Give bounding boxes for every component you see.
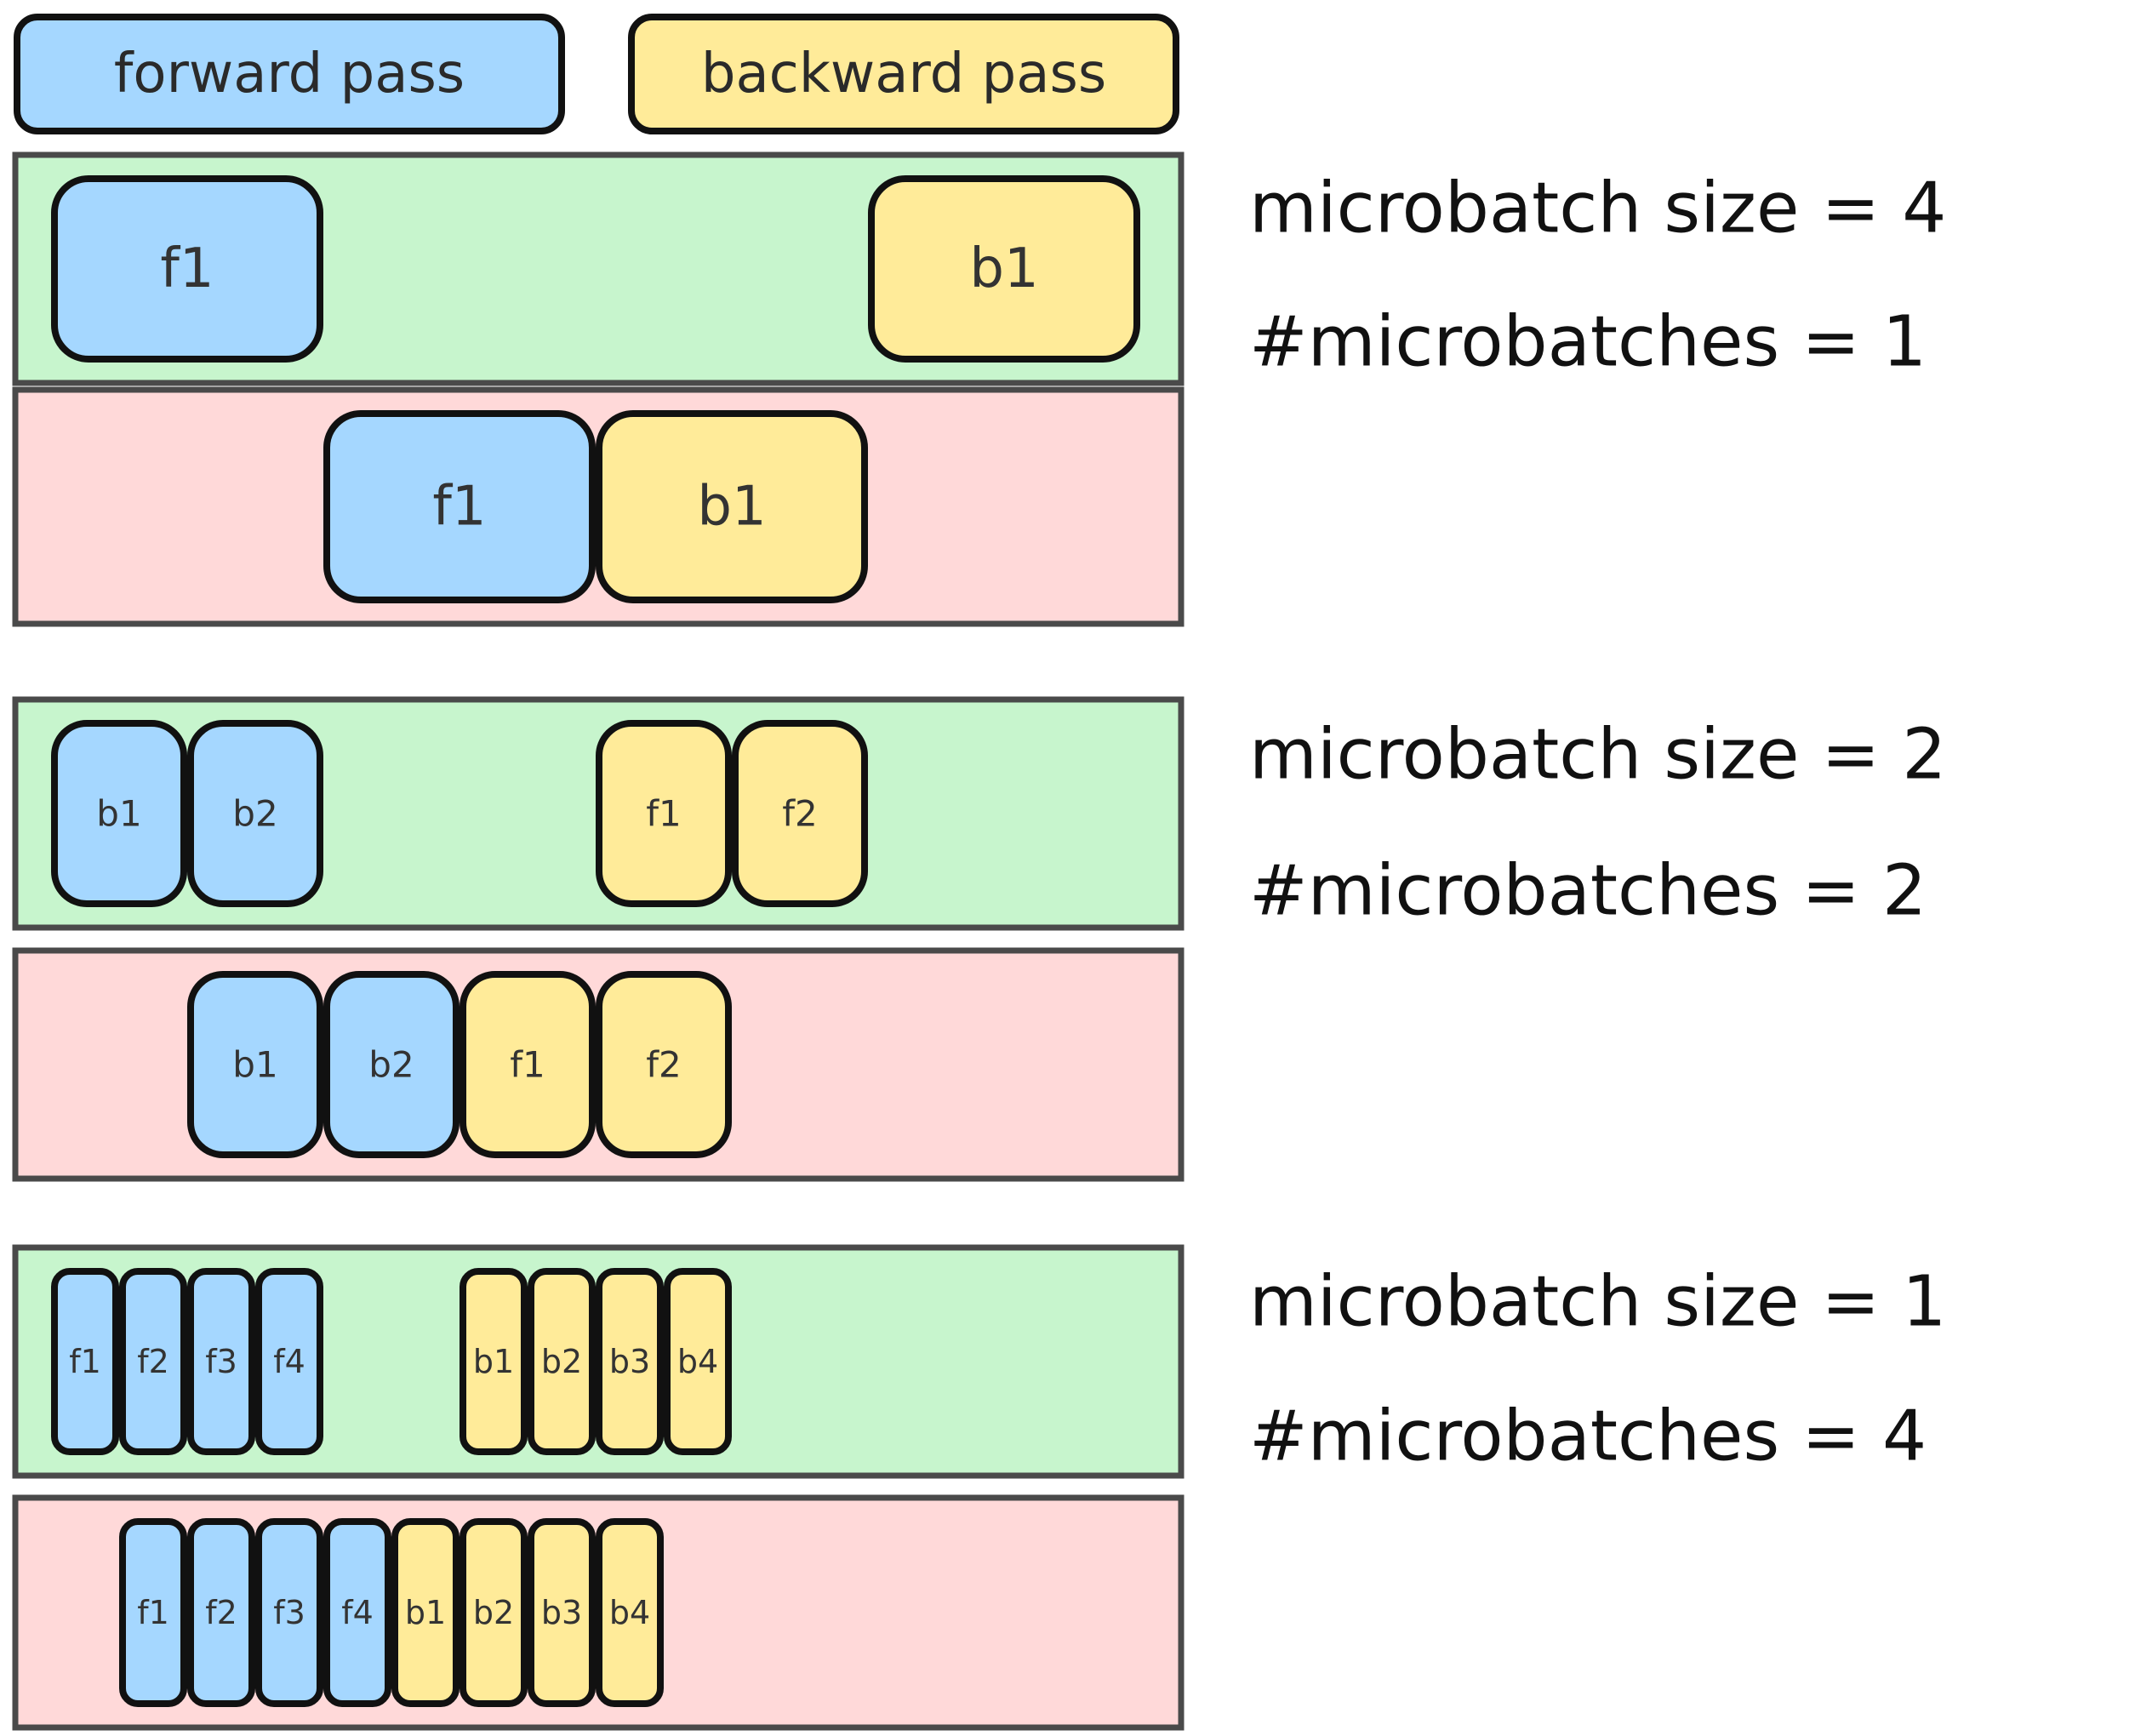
scenario-3-bottom-block-b2 <box>460 1518 528 1707</box>
scenario-3-top-block-label: f4 <box>273 1343 305 1380</box>
scenario-2-top-block-b1 <box>51 720 187 907</box>
lanes: f1 b1 f1 b1 b1 b2 f1 f2 b1 b2 f1 f2 f1 f2 f3 f4 b1 b2 b3 b4… <box>12 151 1185 1731</box>
scenario-3-top-block-f1 <box>51 1268 119 1455</box>
scenario-2-top-block-label: b1 <box>96 793 141 835</box>
scenario-2-top-block-label: f2 <box>782 793 818 835</box>
legend-forward-swatch <box>14 14 565 134</box>
scenario-3-bottom-block-label: f4 <box>341 1594 374 1631</box>
legend-backward-swatch <box>628 14 1179 134</box>
scenario-3-top-block-label: f1 <box>69 1343 101 1380</box>
scenario-3-bottom-block-label: b2 <box>473 1594 514 1631</box>
legend-backward-label: backward pass <box>701 43 1106 106</box>
scenario-1-top-block-f1 <box>51 175 323 363</box>
scenario-2-bottom-block-f2 <box>596 971 732 1158</box>
annotations: microbatch size = 4 #microbatches = 1 mi… <box>1249 168 1946 1477</box>
legend-forward-label: forward pass <box>114 43 465 106</box>
scenario-3-top-block-label: f2 <box>137 1343 169 1380</box>
scenario-2-microbatch-size: microbatch size = 2 <box>1249 715 1946 796</box>
scenario-3-top-block-label: f3 <box>205 1343 237 1380</box>
scenario-1-bottom-block-b1 <box>596 410 868 603</box>
scenario-2-bottom-block-b1 <box>187 971 323 1158</box>
scenario-1-bottom-block-label: b1 <box>697 476 766 539</box>
scenario-3-top-block-label: b2 <box>541 1343 582 1380</box>
scenario-3-microbatch-count: #microbatches = 4 <box>1249 1396 1927 1477</box>
scenario-1-bottom-block-label: f1 <box>432 476 486 539</box>
scenario-2-top-block-label: b2 <box>232 793 277 835</box>
scenario-2-top-block-label: f1 <box>646 793 682 835</box>
scenario-2-top-block-f1 <box>596 720 732 907</box>
scenario-3-bottom-block-label: f1 <box>137 1594 169 1631</box>
scenario-3-bottom-block-f2 <box>187 1518 255 1707</box>
scenario-1-bottom-block-f1 <box>323 410 596 603</box>
scenario-2-top-block-f2 <box>732 720 868 907</box>
scenario-2-bottom-block-label: f1 <box>510 1044 545 1086</box>
scenario-3-bottom-block-label: b4 <box>609 1594 650 1631</box>
scenario-2-microbatch-count: #microbatches = 2 <box>1249 851 1927 932</box>
scenario-3-top-block-f3 <box>187 1268 255 1455</box>
scenario-3-bottom-block-b1 <box>391 1518 460 1707</box>
scenario-2-bottom-block-label: b2 <box>368 1044 414 1086</box>
scenario-3-top-block-b1 <box>460 1268 528 1455</box>
scenario-2-top-block-b2 <box>187 720 323 907</box>
scenario-3-top-block-b2 <box>528 1268 596 1455</box>
scenario-2-bottom-block-b2 <box>323 971 460 1158</box>
scenario-3-top-block-b3 <box>596 1268 664 1455</box>
scenario-3-top-block-label: b4 <box>677 1343 718 1380</box>
scenario-3-top-block-f2 <box>119 1268 187 1455</box>
scenario-3-top-block-b4 <box>664 1268 732 1455</box>
scenario-3-bottom-block-f4 <box>323 1518 391 1707</box>
scenario-1-top-block-label: f1 <box>160 237 214 300</box>
scenario-3-bottom-block-label: f2 <box>205 1594 237 1631</box>
scenario-1-top-block-b1 <box>868 175 1140 363</box>
scenario-2-bottom-block-label: f2 <box>646 1044 682 1086</box>
scenario-3-bottom-block-f1 <box>119 1518 187 1707</box>
scenario-2-bottom-block-f1 <box>460 971 596 1158</box>
scenario-3-microbatch-size: microbatch size = 1 <box>1249 1262 1946 1343</box>
scenario-3-bottom-block-b3 <box>528 1518 596 1707</box>
scenario-2-bottom-block-label: b1 <box>232 1044 277 1086</box>
scenario-3-bottom-block-f3 <box>255 1518 323 1707</box>
scenario-3-top-block-f4 <box>255 1268 323 1455</box>
scenario-1-microbatch-size: microbatch size = 4 <box>1249 168 1946 249</box>
scenario-3-top-block-label: b3 <box>609 1343 650 1380</box>
scenario-3-bottom-block-label: b3 <box>541 1594 582 1631</box>
scenario-3-bottom-block-label: b1 <box>405 1594 446 1631</box>
scenario-3-bottom-block-label: f3 <box>273 1594 305 1631</box>
scenario-3-bottom-block-b4 <box>596 1518 664 1707</box>
legend: forward pass backward pass <box>14 14 1179 134</box>
scenario-1-top-block-label: b1 <box>969 237 1038 300</box>
scenario-1-microbatch-count: #microbatches = 1 <box>1249 302 1927 383</box>
scenario-3-top-block-label: b1 <box>473 1343 514 1380</box>
